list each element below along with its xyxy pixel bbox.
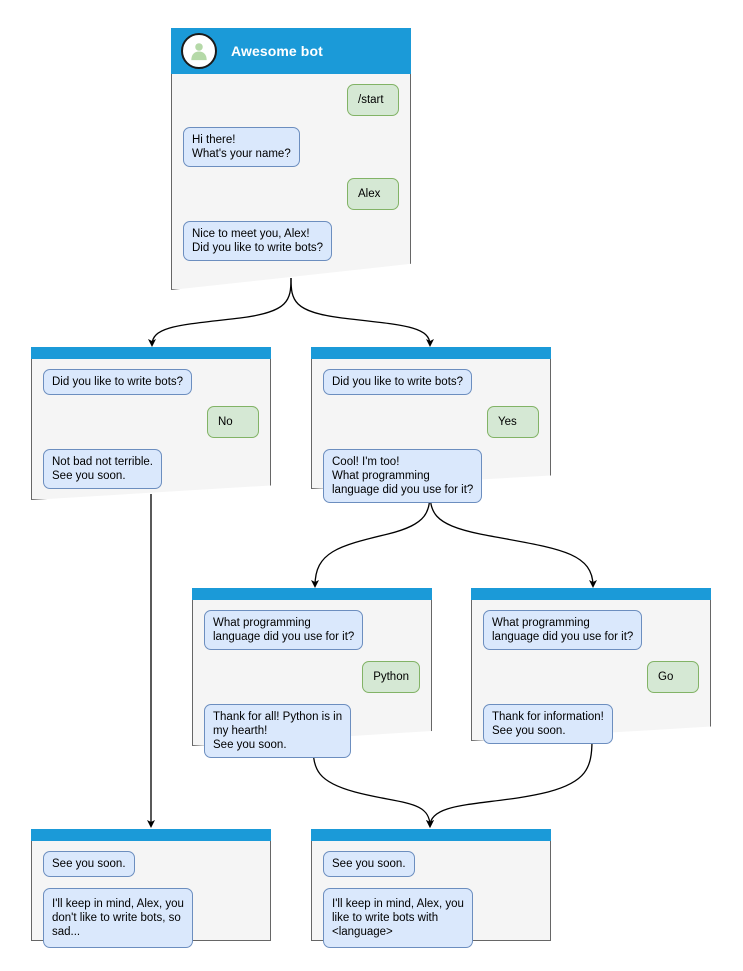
node-yes-branch-chat: Did you like to write bots? Yes Cool! I'… <box>311 359 551 520</box>
message-row: Nice to meet you, Alex! Did you like to … <box>183 221 399 261</box>
message-row: Alex <box>183 178 399 210</box>
message-row: See you soon. <box>323 851 539 877</box>
user-bubble[interactable]: Python <box>362 661 420 693</box>
message-row: Did you like to write bots? <box>323 369 539 395</box>
bot-bubble[interactable]: See you soon. <box>43 851 135 877</box>
bot-bubble[interactable]: Not bad not terrible. See you soon. <box>43 449 163 489</box>
bot-bubble[interactable]: Hi there! What's your name? <box>183 127 300 167</box>
message-row: Thank for all! Python is in my hearth! S… <box>204 704 420 758</box>
bot-bubble[interactable]: Thank for information! See you soon. <box>483 704 613 744</box>
node-go-branch[interactable]: What programming language did you use fo… <box>471 588 711 744</box>
message-row: I'll keep in mind, Alex, you like to wri… <box>323 888 539 948</box>
node-end-happy-chat: See you soon. I'll keep in mind, Alex, y… <box>311 841 551 965</box>
bot-bubble[interactable]: I'll keep in mind, Alex, you don't like … <box>43 888 193 948</box>
node-python-branch-content: What programming language did you use fo… <box>192 588 432 775</box>
message-row: What programming language did you use fo… <box>483 610 699 650</box>
node-yes-branch-content: Did you like to write bots? Yes Cool! I'… <box>311 347 551 520</box>
user-bubble[interactable]: No <box>207 406 259 438</box>
bot-bubble[interactable]: See you soon. <box>323 851 415 877</box>
message-row: No <box>43 406 259 438</box>
node-no-branch-chat: Did you like to write bots? No Not bad n… <box>31 359 271 506</box>
message-row: Cool! I'm too! What programming language… <box>323 449 539 503</box>
message-row: See you soon. <box>43 851 259 877</box>
node-go-branch-titlebar <box>471 588 711 600</box>
node-python-branch-chat: What programming language did you use fo… <box>192 600 432 775</box>
node-no-branch-content: Did you like to write bots? No Not bad n… <box>31 347 271 506</box>
bot-bubble[interactable]: Did you like to write bots? <box>43 369 193 395</box>
node-python-branch[interactable]: What programming language did you use fo… <box>192 588 432 758</box>
node-start-content: Awesome bot /start Hi there! What's your… <box>171 28 411 278</box>
node-end-happy[interactable]: See you soon. I'll keep in mind, Alex, y… <box>311 829 551 948</box>
message-row: What programming language did you use fo… <box>204 610 420 650</box>
message-row: Not bad not terrible. See you soon. <box>43 449 259 489</box>
node-yes-branch-titlebar <box>311 347 551 359</box>
node-no-branch-titlebar <box>31 347 271 359</box>
bot-bubble[interactable]: Thank for all! Python is in my hearth! S… <box>204 704 352 758</box>
node-end-sad-chat: See you soon. I'll keep in mind, Alex, y… <box>31 841 271 965</box>
message-row: Did you like to write bots? <box>43 369 259 395</box>
node-python-branch-titlebar <box>192 588 432 600</box>
node-start-chat: /start Hi there! What's your name? Alex … <box>171 74 411 278</box>
person-icon <box>181 33 217 69</box>
node-no-branch[interactable]: Did you like to write bots? No Not bad n… <box>31 347 271 500</box>
node-end-happy-content: See you soon. I'll keep in mind, Alex, y… <box>311 829 551 965</box>
bot-title: Awesome bot <box>231 43 323 59</box>
bot-bubble[interactable]: Did you like to write bots? <box>323 369 473 395</box>
node-go-branch-content: What programming language did you use fo… <box>471 588 711 761</box>
message-row: I'll keep in mind, Alex, you don't like … <box>43 888 259 948</box>
node-start-titlebar: Awesome bot <box>171 28 411 74</box>
node-end-happy-titlebar <box>311 829 551 841</box>
message-row: Yes <box>323 406 539 438</box>
user-bubble[interactable]: Yes <box>487 406 539 438</box>
node-end-sad-titlebar <box>31 829 271 841</box>
message-row: Go <box>483 661 699 693</box>
user-bubble[interactable]: /start <box>347 84 399 116</box>
bot-bubble[interactable]: I'll keep in mind, Alex, you like to wri… <box>323 888 473 948</box>
message-row: Python <box>204 661 420 693</box>
node-yes-branch[interactable]: Did you like to write bots? Yes Cool! I'… <box>311 347 551 503</box>
message-row: /start <box>183 84 399 116</box>
bot-bubble[interactable]: What programming language did you use fo… <box>483 610 643 650</box>
node-end-sad[interactable]: See you soon. I'll keep in mind, Alex, y… <box>31 829 271 948</box>
bot-bubble[interactable]: What programming language did you use fo… <box>204 610 364 650</box>
message-row: Hi there! What's your name? <box>183 127 399 167</box>
bot-bubble[interactable]: Nice to meet you, Alex! Did you like to … <box>183 221 333 261</box>
node-end-sad-content: See you soon. I'll keep in mind, Alex, y… <box>31 829 271 965</box>
user-bubble[interactable]: Alex <box>347 178 399 210</box>
bot-bubble[interactable]: Cool! I'm too! What programming language… <box>323 449 483 503</box>
node-go-branch-chat: What programming language did you use fo… <box>471 600 711 761</box>
node-start[interactable]: Awesome bot /start Hi there! What's your… <box>171 28 411 290</box>
user-bubble[interactable]: Go <box>647 661 699 693</box>
message-row: Thank for information! See you soon. <box>483 704 699 744</box>
